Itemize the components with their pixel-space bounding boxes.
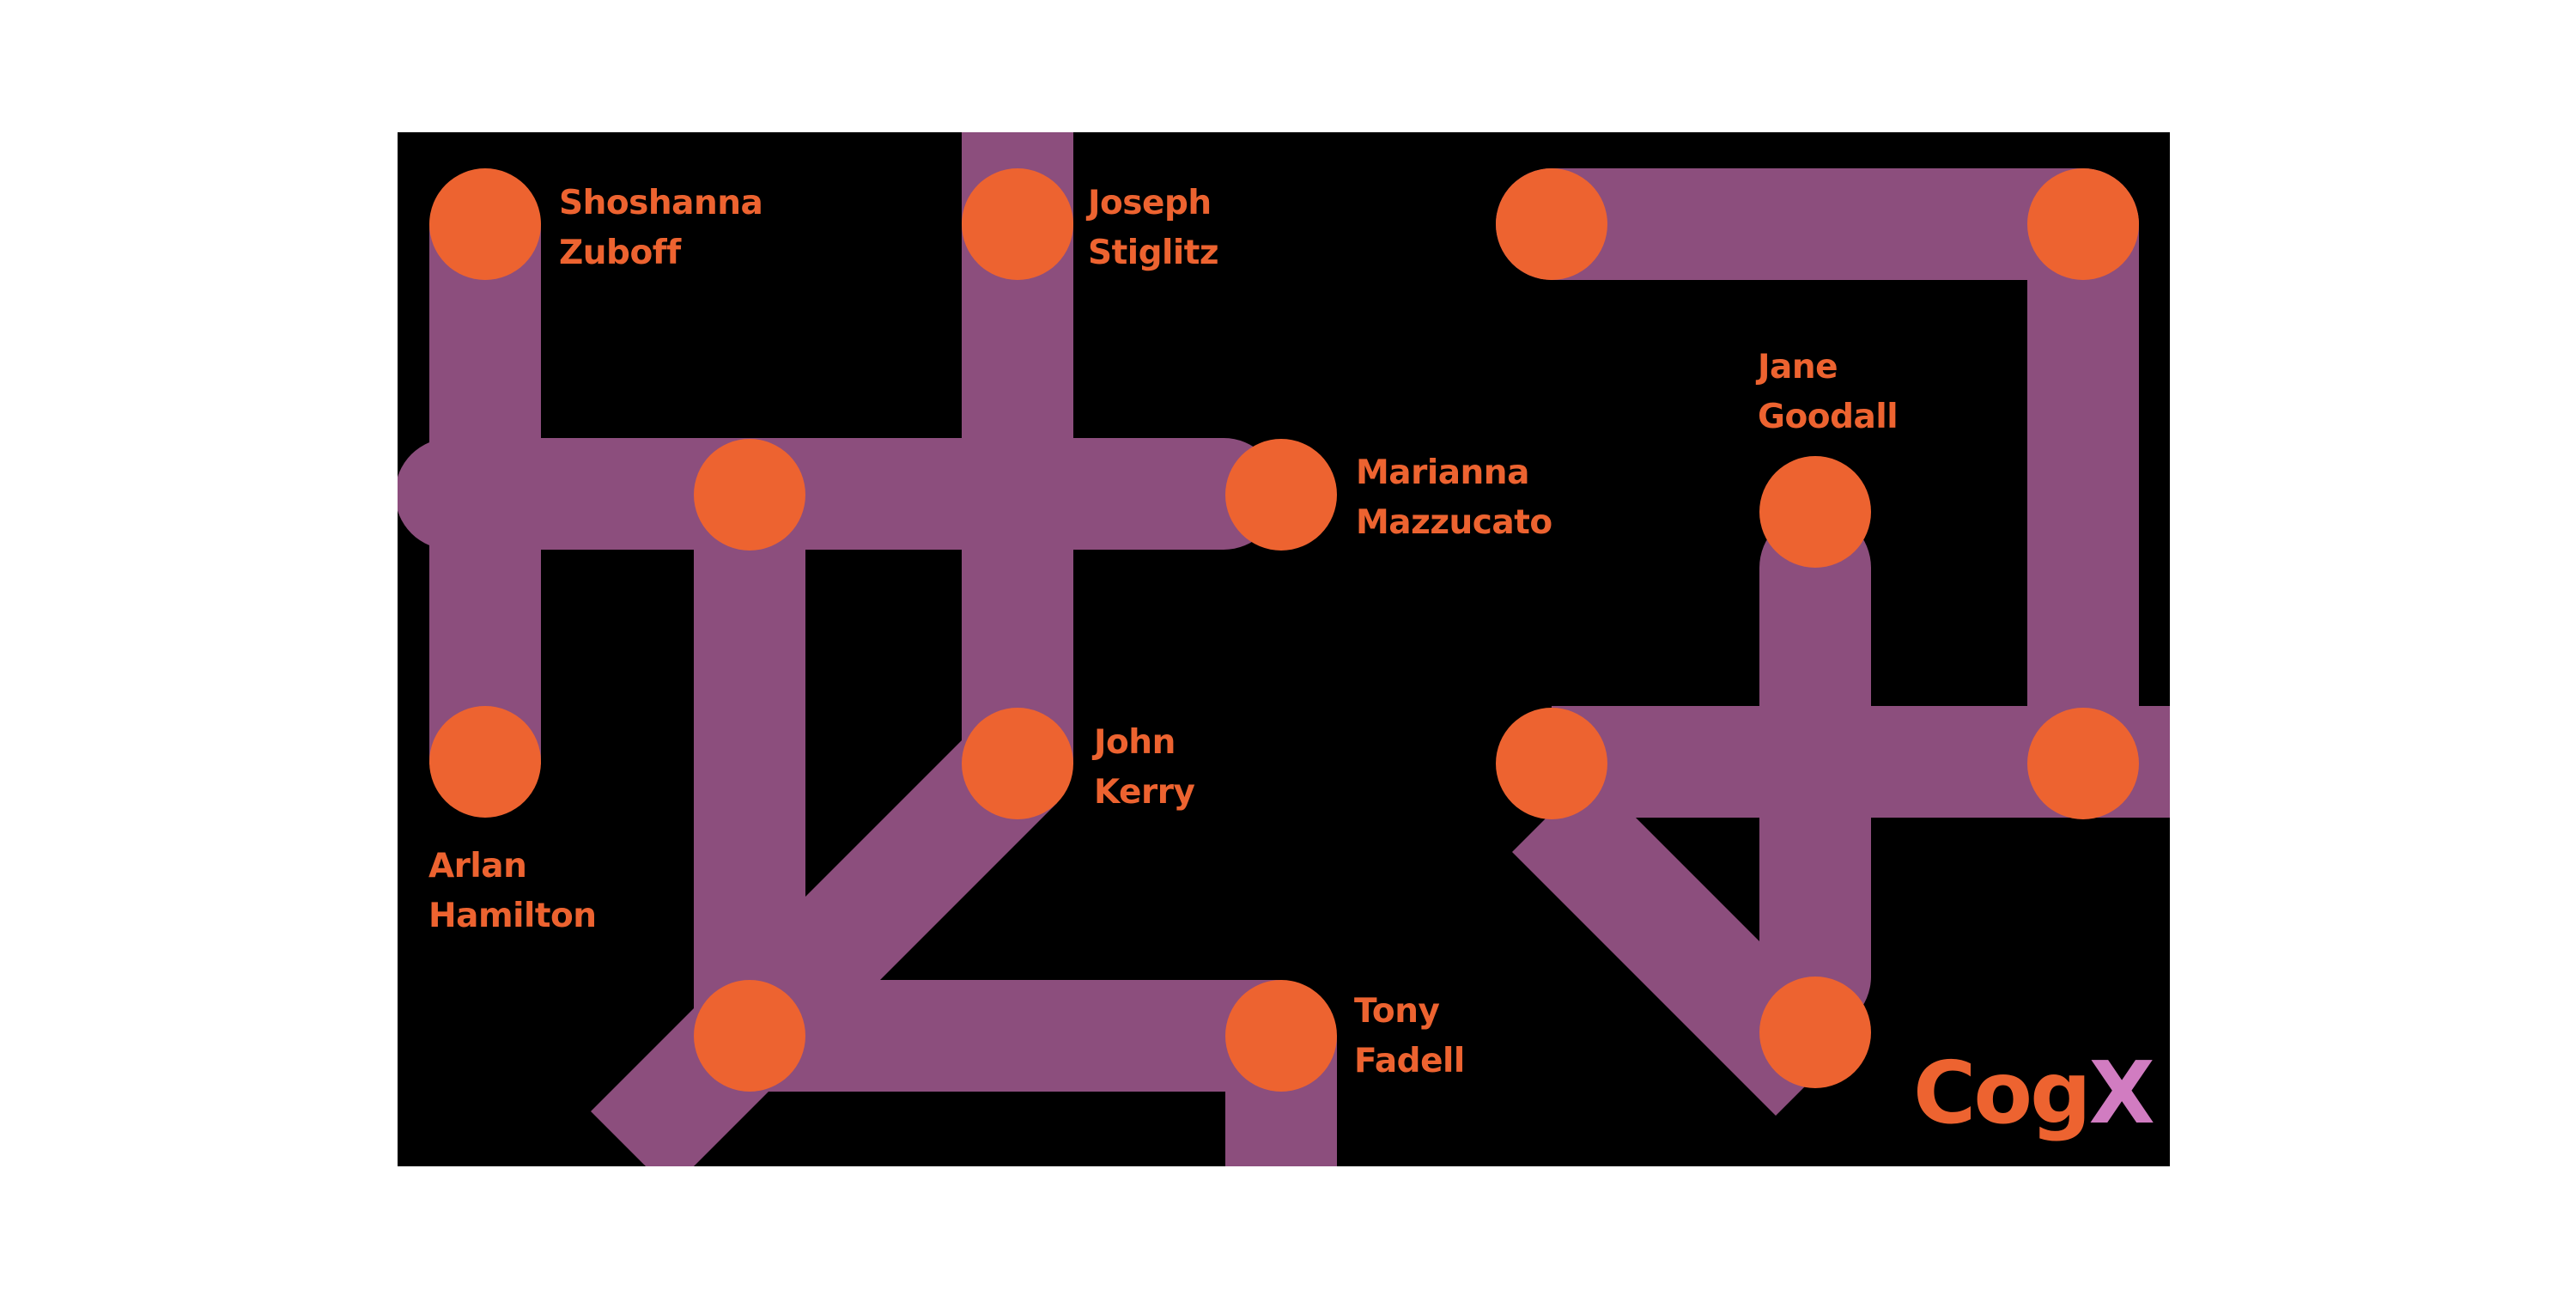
- bar-top-right-row: [1496, 168, 2139, 280]
- label-kerry: John Kerry: [1091, 723, 1194, 812]
- node-right-mid-left: [1496, 708, 1607, 819]
- node-hamilton: [429, 706, 541, 818]
- bar-goodall-column: [1759, 512, 1871, 1032]
- node-top-right-left: [1496, 168, 1607, 280]
- bar-bottom-row-fadell: [694, 980, 1333, 1092]
- node-goodall: [1759, 456, 1871, 568]
- label-hamilton: Arlan Hamilton: [428, 847, 597, 935]
- node-right-mid-corner: [2027, 708, 2139, 819]
- bar-right-column: [2027, 224, 2139, 762]
- node-kerry: [962, 708, 1073, 819]
- bar-row-mazzucato: [398, 438, 1279, 550]
- speaker-nodes: [429, 168, 2139, 1092]
- node-right-bottom: [1759, 977, 1871, 1088]
- node-mazzucato: [1225, 439, 1337, 551]
- label-goodall: Jane Goodall: [1755, 348, 1898, 436]
- label-stiglitz: Joseph Stiglitz: [1085, 184, 1223, 272]
- node-zuboff: [429, 168, 541, 280]
- node-stiglitz: [962, 168, 1073, 280]
- label-fadell: Tony Fadell: [1354, 992, 1465, 1080]
- cogx-logo: CogX: [1913, 1043, 2154, 1143]
- node-junction-bottom: [694, 980, 805, 1092]
- node-top-right-corner: [2027, 168, 2139, 280]
- label-mazzucato: Marianna Mazzucato: [1356, 453, 1552, 542]
- node-fadell: [1225, 980, 1337, 1092]
- label-zuboff: Shoshanna Zuboff: [559, 184, 775, 272]
- node-junction-left: [694, 439, 805, 551]
- connection-lines: [398, 132, 2170, 1166]
